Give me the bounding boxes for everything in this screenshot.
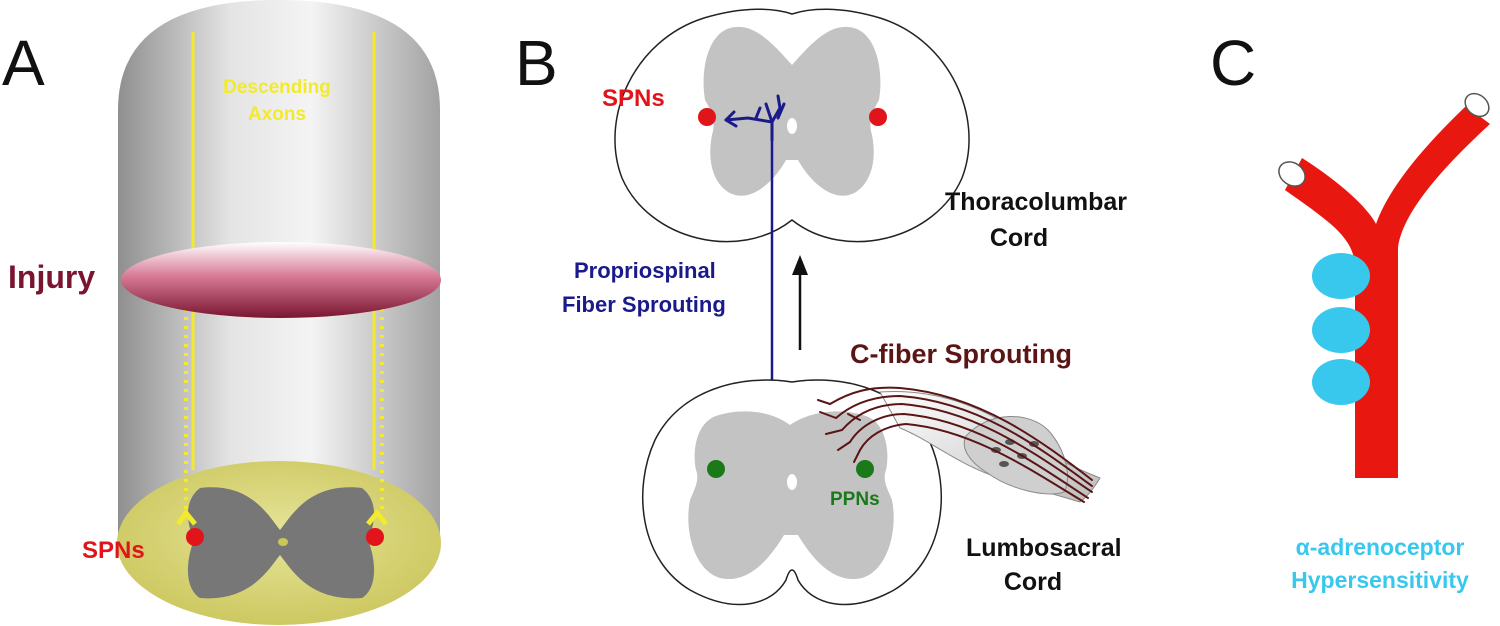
dorsal-root-ganglion xyxy=(963,415,1068,495)
panel-a: A Descending Axons Injury SPNs xyxy=(2,0,441,625)
vessel-opening-right xyxy=(1464,92,1490,118)
alpha-adrenoceptor-label-1: α-adrenoceptor xyxy=(1296,534,1465,560)
lumbosacral-label-2: Cord xyxy=(1004,568,1062,596)
thoracolumbar-central-canal xyxy=(787,118,797,134)
panel-a-letter: A xyxy=(2,27,45,99)
c-fiber-sprouts xyxy=(817,386,1093,503)
panel-b-letter: B xyxy=(515,27,558,99)
ppn-left-dot xyxy=(707,460,725,478)
spns-label-b: SPNs xyxy=(602,85,665,112)
injury-label: Injury xyxy=(8,259,95,295)
adrenoceptor-3 xyxy=(1312,359,1370,405)
panel-c-letter: C xyxy=(1210,27,1256,99)
adrenoceptor-2 xyxy=(1312,307,1370,353)
c-fiber-label: C-fiber Sprouting xyxy=(850,339,1072,369)
propriospinal-label-1: Propriospinal xyxy=(574,258,716,283)
spns-label-a: SPNs xyxy=(82,537,145,564)
thoracolumbar-grey-matter xyxy=(703,26,881,196)
panel-b: B xyxy=(515,8,1127,606)
spn-right-dot xyxy=(366,528,384,546)
adrenoceptor-1 xyxy=(1312,253,1370,299)
propriospinal-label-2: Fiber Sprouting xyxy=(562,292,726,317)
injury-disc xyxy=(121,242,441,318)
spn-left-dot xyxy=(186,528,204,546)
thoracolumbar-label-2: Cord xyxy=(990,224,1048,252)
blood-vessel xyxy=(1285,106,1490,478)
ppns-label: PPNs xyxy=(830,489,880,510)
ppn-right-dot xyxy=(856,460,874,478)
synapse-right xyxy=(366,509,388,526)
lumbosacral-label-1: Lumbosacral xyxy=(966,534,1122,562)
central-canal-base xyxy=(278,538,288,546)
lumbosacral-grey-matter xyxy=(688,411,894,580)
thoracolumbar-label-1: Thoracolumbar xyxy=(945,188,1127,216)
vessel-opening-left xyxy=(1278,161,1306,187)
descending-axons-label-2: Axons xyxy=(248,104,306,125)
panel-c: C α-adrenoceptor Hypersensitivity xyxy=(1210,27,1490,593)
descending-axons-label-1: Descending xyxy=(223,77,331,98)
alpha-adrenoceptor-label-2: Hypersensitivity xyxy=(1291,567,1469,593)
propriospinal-terminal-branches xyxy=(724,94,786,142)
lumbosacral-central-canal xyxy=(787,474,797,490)
upward-arrow-head xyxy=(792,255,808,275)
spn-left-dot-b xyxy=(698,108,716,126)
spn-right-dot-b xyxy=(869,108,887,126)
synapse-left xyxy=(175,508,197,526)
